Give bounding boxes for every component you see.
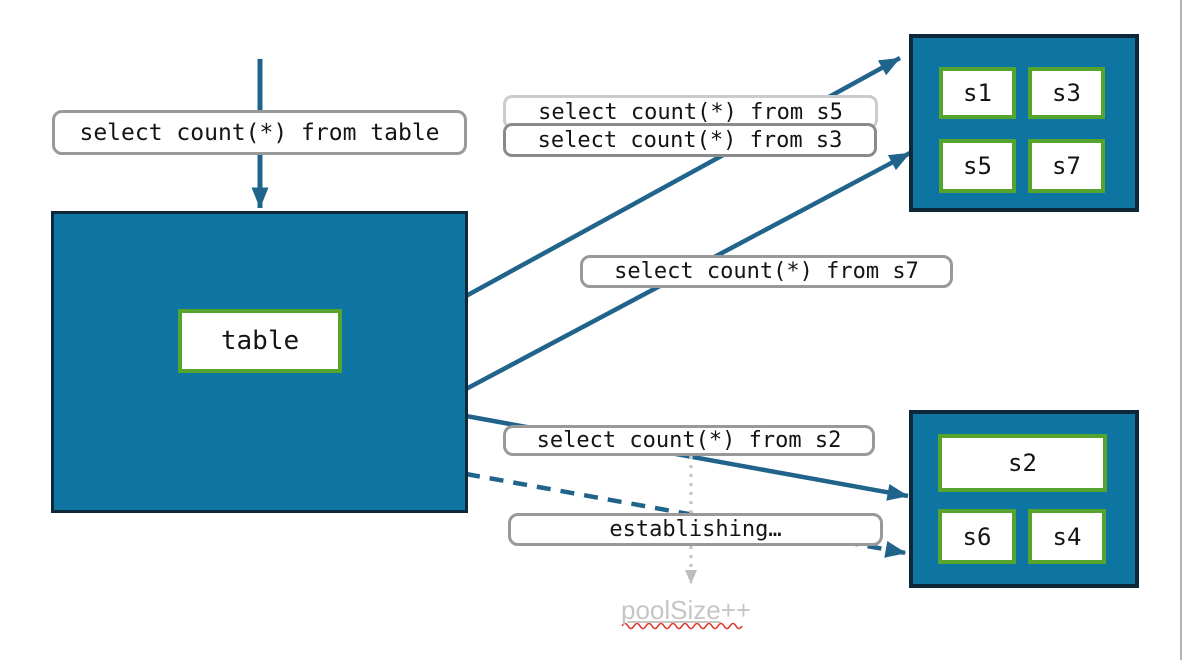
shard-s6: s6	[938, 509, 1016, 564]
poolsize-text: poolSize++	[621, 595, 751, 626]
table-label: table	[178, 309, 342, 373]
shard-s1: s1	[939, 67, 1016, 119]
query-s7-label: select count(*) from s7	[580, 255, 953, 288]
query-s2-label: select count(*) from s2	[503, 425, 875, 456]
shard-s2: s2	[938, 434, 1107, 492]
poolsize-suffix: ++	[720, 595, 752, 625]
shard-s4: s4	[1028, 509, 1106, 564]
slide-edge-line	[1180, 0, 1182, 660]
shard-s5: s5	[939, 139, 1016, 193]
query-table-label: select count(*) from table	[52, 110, 467, 155]
spellcheck-squiggle-icon	[621, 622, 743, 630]
shard-s3: s3	[1028, 67, 1105, 119]
establishing-label: establishing…	[508, 513, 883, 546]
shard-s7: s7	[1028, 139, 1105, 193]
poolsize-word: poolSize	[621, 595, 721, 625]
query-s3-label: select count(*) from s3	[503, 123, 877, 157]
